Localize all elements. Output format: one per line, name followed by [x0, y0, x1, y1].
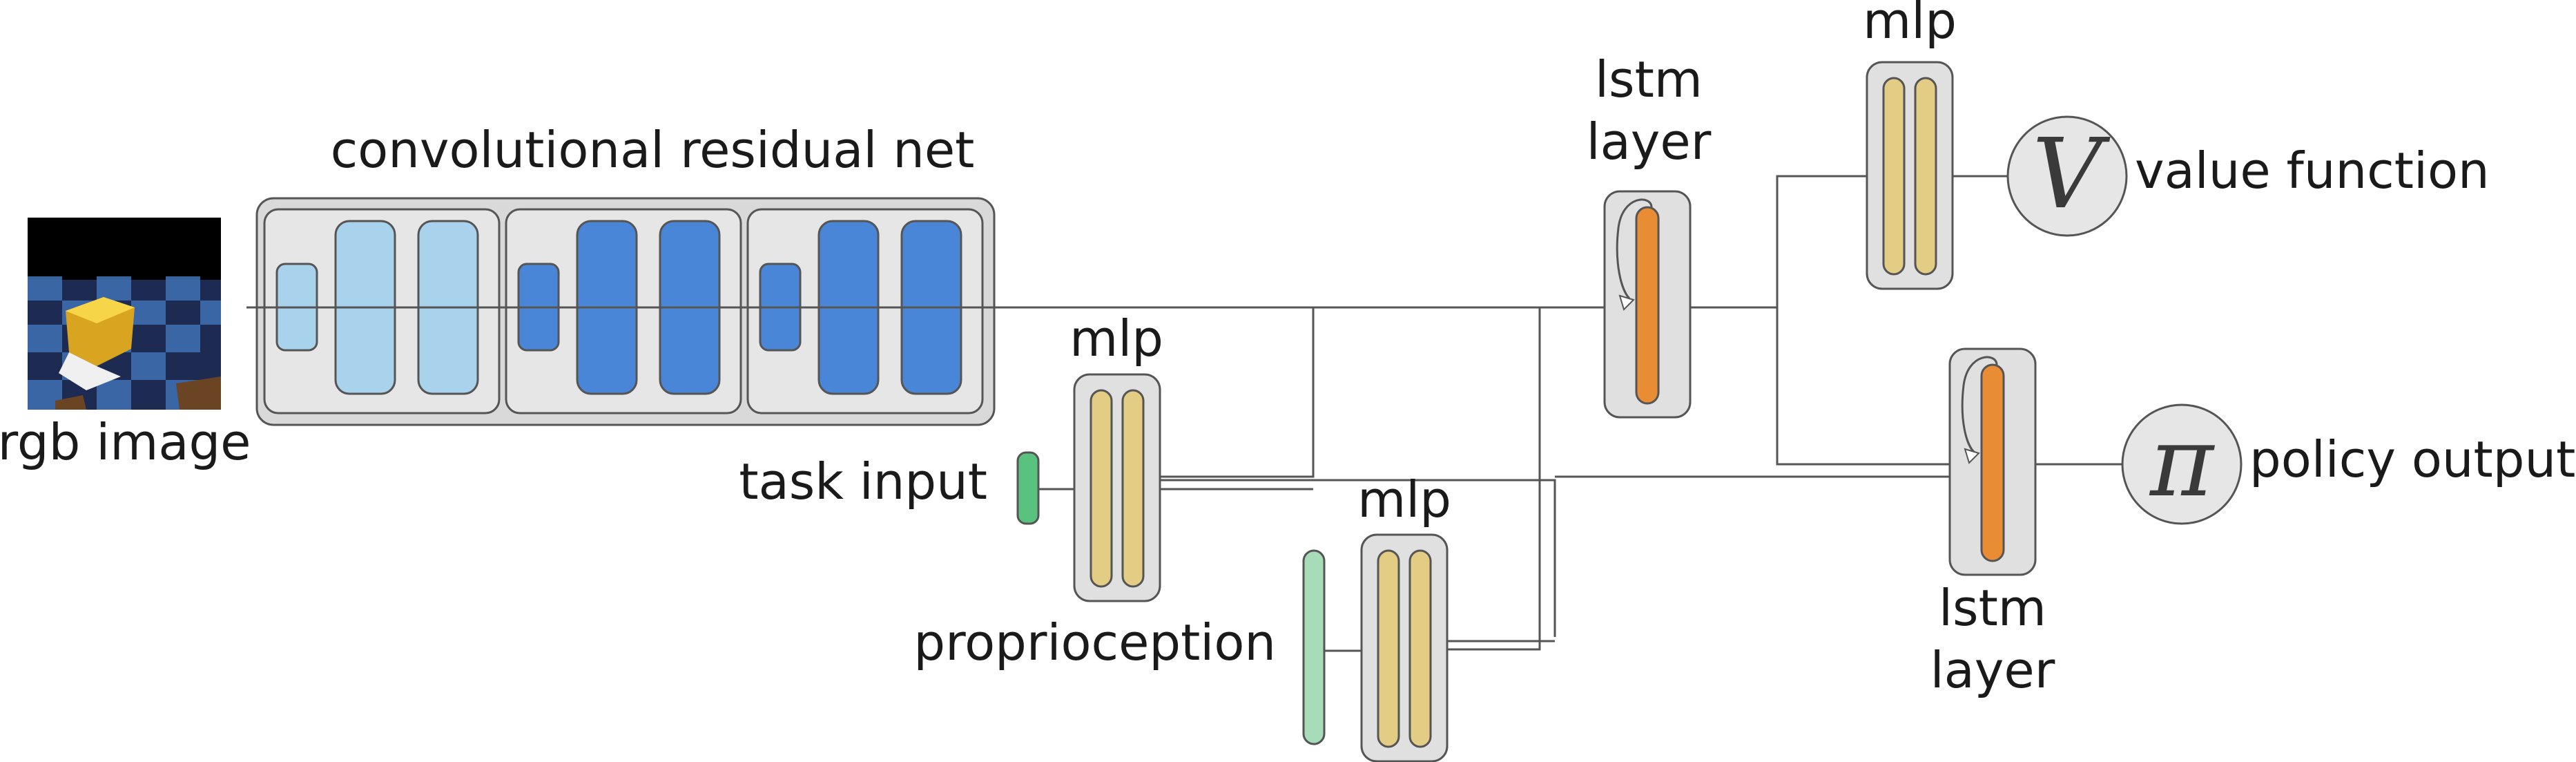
connection-wires: [246, 175, 2123, 652]
label-conv-net: convolutional residual net: [331, 121, 975, 179]
label-lstm-top-2: layer: [1587, 113, 1712, 171]
image-cube-shadow: [59, 352, 121, 390]
diagram-labels: rgb image convolutional residual net tas…: [0, 0, 2575, 699]
lstm-layer-bottom: [1948, 347, 2037, 576]
image-robot-part: [176, 377, 221, 410]
task-mlp-bar-2: [1121, 389, 1145, 588]
value-mlp: [1866, 61, 1954, 290]
wire-task-mlp-down: [1139, 479, 1556, 637]
task-input-node: [1016, 451, 1040, 525]
label-lstm-bottom-1: lstm: [1939, 579, 2046, 637]
label-lstm-bottom-2: layer: [1930, 641, 2055, 699]
label-rgb-image: rgb image: [0, 413, 251, 471]
policy-node: π: [2121, 403, 2243, 525]
value-mlp-bar-2: [1914, 77, 1937, 276]
task-mlp: [1073, 373, 1161, 602]
lstm-bottom-cell: [1980, 363, 2005, 562]
task-mlp-bar-1: [1090, 389, 1113, 588]
policy-symbol: π: [2149, 406, 2216, 519]
label-mlp-value: mlp: [1863, 0, 1957, 50]
wire-proprio-mlp-up: [1444, 307, 1541, 651]
proprioception-node: [1302, 549, 1326, 745]
lstm-top-cell: [1635, 206, 1660, 405]
rgb-image-thumbnail: [28, 218, 221, 410]
value-mlp-box: [1866, 61, 1954, 290]
lstm-top-recurrence: [1616, 198, 1653, 300]
value-circle: [2006, 115, 2128, 237]
image-robot-part-2: [55, 395, 86, 410]
value-symbol: V: [2032, 118, 2111, 231]
wire-to-policy-lstm: [1776, 307, 1991, 466]
label-value-function: value function: [2135, 142, 2490, 200]
proprio-mlp-bar-2: [1408, 549, 1432, 748]
value-mlp-bar-1: [1882, 77, 1906, 276]
task-mlp-box: [1073, 373, 1161, 602]
lstm-bottom-recurrence: [1961, 356, 1998, 454]
label-task-input: task input: [739, 453, 987, 511]
proprio-mlp-box: [1360, 533, 1449, 762]
value-node: V: [2006, 115, 2128, 237]
policy-circle: [2121, 403, 2243, 525]
label-lstm-top-1: lstm: [1595, 50, 1703, 108]
label-proprioception: proprioception: [913, 613, 1276, 671]
proprio-mlp-bar-1: [1377, 549, 1400, 748]
wire-to-value-mlp: [1776, 175, 1889, 307]
proprio-mlp: [1360, 533, 1449, 762]
wire-task-mlp-to-trunk: [1139, 307, 1315, 478]
label-mlp-proprio: mlp: [1357, 470, 1451, 528]
lstm-top-arrow: [1618, 294, 1635, 311]
lstm-layer-top: [1603, 190, 1692, 419]
image-sky: [28, 218, 221, 280]
label-policy-output: policy output: [2249, 430, 2575, 488]
label-mlp-task: mlp: [1069, 309, 1163, 368]
lstm-bottom-arrow: [1964, 448, 1980, 464]
image-cube-top: [66, 297, 135, 323]
conv-residual-net: [255, 197, 996, 426]
